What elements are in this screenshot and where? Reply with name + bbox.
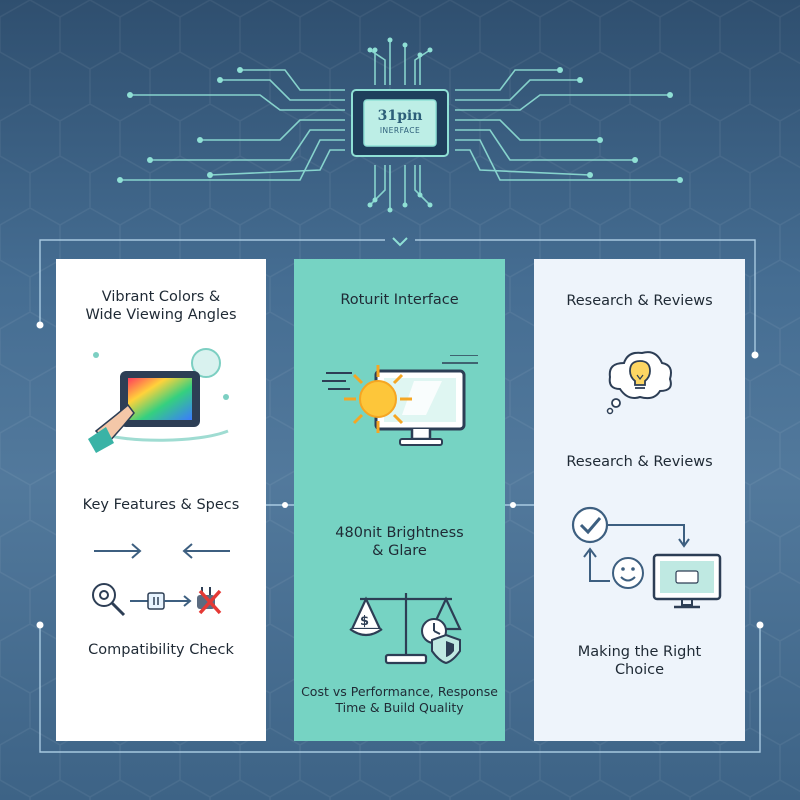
left-panel: Vibrant Colors & Wide Viewing Angles Key… [56,259,266,741]
connector-lines [39,239,761,753]
right-choice-title: Making the Right Choice [577,644,702,678]
monitor-icon [652,553,722,609]
interface-title: Roturit Interface [340,292,459,308]
shield-icon [431,633,461,665]
chevron-down-icon [392,237,408,247]
circuit-traces [120,40,680,210]
tablet-hand-icon [88,348,229,453]
chip-icon [351,89,449,157]
key-features-title: Key Features & Specs [82,497,240,513]
research-subtitle: Research & Reviews [566,454,713,470]
circuit-nodes [117,37,683,213]
chip-label: 31pin [377,108,423,124]
decision-flow-diagram [571,506,722,609]
arrow-right-icon [94,543,142,559]
gear-search-icon [92,583,126,617]
chip-sublabel: INERFACE [379,126,421,135]
vibrant-colors-title: Vibrant Colors & Wide Viewing Angles [85,289,237,323]
arrow-pair [94,543,230,559]
middle-panel: Roturit Interface 480nit Brightness & Gl… [294,259,505,741]
sun-icon [344,365,412,433]
lightbulb-thought-icon [606,351,672,415]
compatibility-diagram [92,583,222,617]
cost-performance-text: Cost vs Performance, Response Time & Bui… [301,684,498,715]
right-panel: Research & Reviews Research & Reviews [534,259,745,741]
sun-monitor-icon [322,355,478,446]
balance-scale-icon: $ [349,593,462,665]
brightness-title: 480nit Brightness & Glare [335,525,464,559]
compatibility-title: Compatibility Check [88,642,234,658]
checkmark-icon [571,506,609,544]
research-title: Research & Reviews [566,293,713,309]
smiley-icon [612,557,644,589]
plug-crossed-icon [197,587,222,615]
svg-text:$: $ [360,614,369,629]
connector-icon [147,592,165,610]
arrow-left-icon [182,543,230,559]
